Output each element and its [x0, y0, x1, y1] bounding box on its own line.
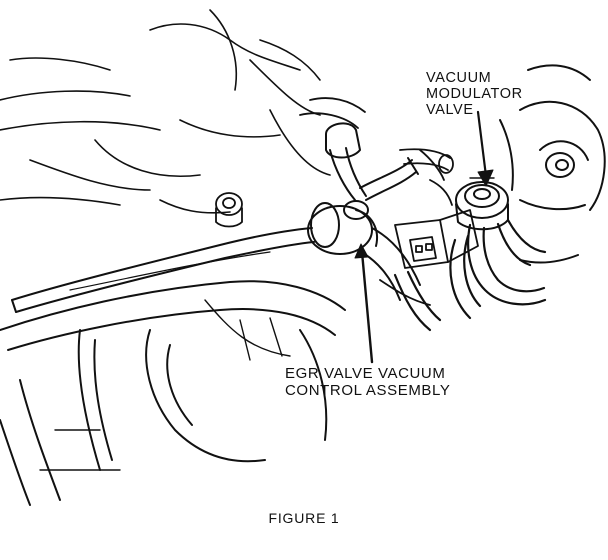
label-line: VACUUM [426, 70, 492, 86]
modulator-hoses [393, 218, 547, 332]
label-line: MODULATOR [426, 86, 523, 102]
front-body-outline [0, 280, 346, 506]
mounting-bracket [379, 149, 479, 306]
modulator-leader [476, 110, 494, 187]
upper-vacuum-fitting [299, 97, 454, 174]
label-line: VALVE [426, 102, 474, 118]
egr-valve-vacuum-control-label: EGR VALVE VACUUM CONTROL ASSEMBLY [285, 365, 450, 399]
vacuum-modulator-valve [455, 177, 509, 231]
engine-block-contours [0, 9, 331, 214]
vacuum-hose-long [11, 227, 315, 313]
label-line: CONTROL ASSEMBLY [285, 382, 451, 399]
egr-leader [354, 243, 374, 364]
right-side-components [499, 64, 606, 264]
mounting-bolt [215, 192, 243, 228]
vacuum-modulator-valve-label: VACUUM MODULATOR VALVE [426, 70, 523, 118]
figure-caption: FIGURE 1 [268, 510, 340, 526]
label-line: EGR VALVE VACUUM [285, 365, 446, 382]
